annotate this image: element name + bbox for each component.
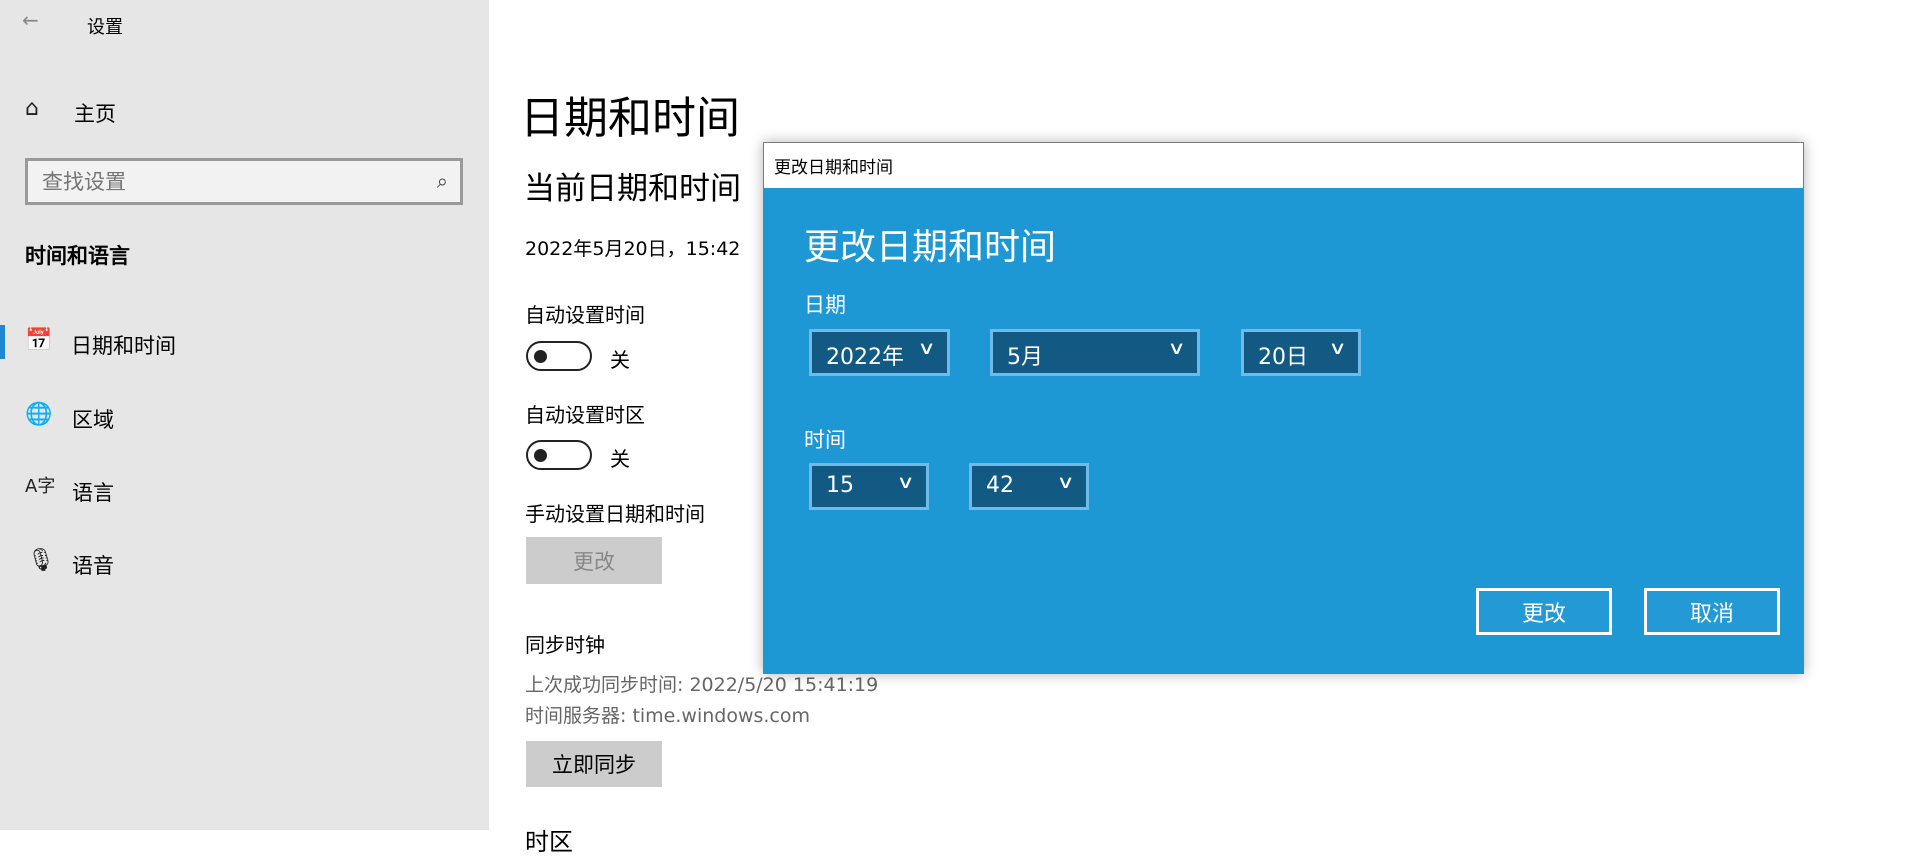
day-select[interactable]: 20日 ∨: [1241, 329, 1361, 376]
auto-tz-label: 自动设置时区: [525, 403, 645, 427]
time-label: 时间: [804, 428, 846, 452]
sidebar-item-label: 区域: [72, 408, 114, 432]
globe-icon: 🌐: [25, 402, 53, 427]
sync-heading: 同步时钟: [525, 633, 605, 657]
time-server-text: 时间服务器: time.windows.com: [525, 705, 811, 727]
search-icon[interactable]: ⌕: [436, 169, 448, 193]
dialog-heading: 更改日期和时间: [804, 227, 1057, 268]
microphone-icon: 🎙: [27, 548, 55, 573]
dialog-titlebar: 更改日期和时间: [764, 143, 1803, 188]
window-title: 设置: [87, 17, 123, 38]
month-select[interactable]: 5月 ∨: [990, 329, 1200, 376]
current-datetime: 2022年5月20日，15:42: [525, 238, 741, 260]
minute-select[interactable]: 42 ∨: [969, 463, 1089, 510]
year-value: 2022年: [826, 345, 904, 370]
sync-now-button[interactable]: 立即同步: [526, 741, 662, 787]
sidebar: ← 设置 ⌂ 主页 ⌕ 时间和语言 📅 日期和时间 🌐 区域 A字 语言 🎙 语…: [0, 0, 489, 830]
auto-tz-state: 关: [610, 447, 630, 471]
chevron-down-icon: ∨: [896, 472, 915, 493]
hour-select[interactable]: 15 ∨: [809, 463, 929, 510]
current-heading: 当前日期和时间: [524, 171, 741, 207]
auto-time-toggle[interactable]: [526, 341, 592, 371]
section-heading: 时间和语言: [25, 244, 130, 268]
sidebar-item-label: 语言: [72, 481, 114, 505]
sidebar-item-label: 语音: [72, 554, 114, 578]
chevron-down-icon: ∨: [1167, 338, 1186, 359]
calendar-clock-icon: 📅: [25, 328, 53, 353]
chevron-down-icon: ∨: [917, 338, 936, 359]
active-indicator: [0, 325, 5, 359]
home-icon: ⌂: [25, 96, 39, 121]
sidebar-item-label: 日期和时间: [71, 334, 176, 358]
change-button[interactable]: 更改: [1476, 588, 1612, 635]
page-title: 日期和时间: [520, 93, 740, 144]
auto-time-label: 自动设置时间: [525, 303, 645, 327]
last-sync-text: 上次成功同步时间: 2022/5/20 15:41:19: [525, 674, 879, 696]
auto-tz-toggle[interactable]: [526, 440, 592, 470]
search-input[interactable]: [28, 161, 398, 202]
home-label: 主页: [74, 102, 116, 126]
language-icon: A字: [25, 476, 56, 497]
year-select[interactable]: 2022年 ∨: [809, 329, 950, 376]
month-value: 5月: [1007, 345, 1043, 370]
hour-value: 15: [826, 473, 854, 498]
change-datetime-dialog: 更改日期和时间 更改日期和时间 日期 2022年 ∨ 5月 ∨ 20日 ∨ 时间 15…: [763, 142, 1804, 674]
auto-time-state: 关: [610, 348, 630, 372]
search-box[interactable]: ⌕: [25, 158, 463, 205]
chevron-down-icon: ∨: [1056, 472, 1075, 493]
minute-value: 42: [986, 473, 1014, 498]
manual-change-button[interactable]: 更改: [526, 537, 662, 584]
day-value: 20日: [1258, 345, 1308, 370]
date-label: 日期: [804, 293, 846, 317]
back-arrow-icon[interactable]: ←: [22, 8, 39, 32]
chevron-down-icon: ∨: [1328, 338, 1347, 359]
timezone-heading: 时区: [525, 828, 573, 856]
manual-label: 手动设置日期和时间: [525, 502, 705, 526]
cancel-button[interactable]: 取消: [1644, 588, 1780, 635]
